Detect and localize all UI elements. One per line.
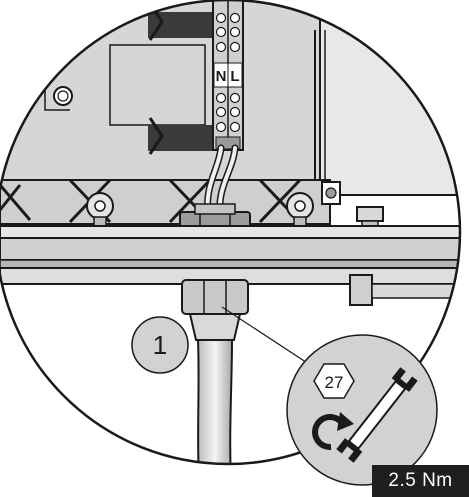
terminal-label-neutral: N [216, 68, 227, 85]
leader-line [221, 306, 319, 371]
hexagon-nut-icon: 27 [313, 363, 355, 399]
mounting-hole [53, 86, 73, 106]
gasket-strip [0, 178, 331, 225]
housing-rail [0, 225, 460, 306]
callout-1: 1 [131, 316, 189, 374]
cable [196, 339, 234, 464]
terminal-label-line: L [230, 68, 239, 85]
tool-size: 27 [325, 373, 344, 392]
cable-gland [181, 279, 249, 341]
magnifier-outline [0, 0, 462, 466]
ground-screw [321, 181, 341, 205]
right-bolt [356, 206, 384, 234]
rotate-clockwise-icon [312, 412, 354, 451]
wrench-icon [336, 367, 418, 463]
tool-detail: 27 [286, 334, 438, 486]
torque-value-badge: 2.5 Nm [372, 465, 469, 497]
terminal-block: N L [212, 0, 244, 151]
callout-number: 1 [153, 330, 167, 360]
